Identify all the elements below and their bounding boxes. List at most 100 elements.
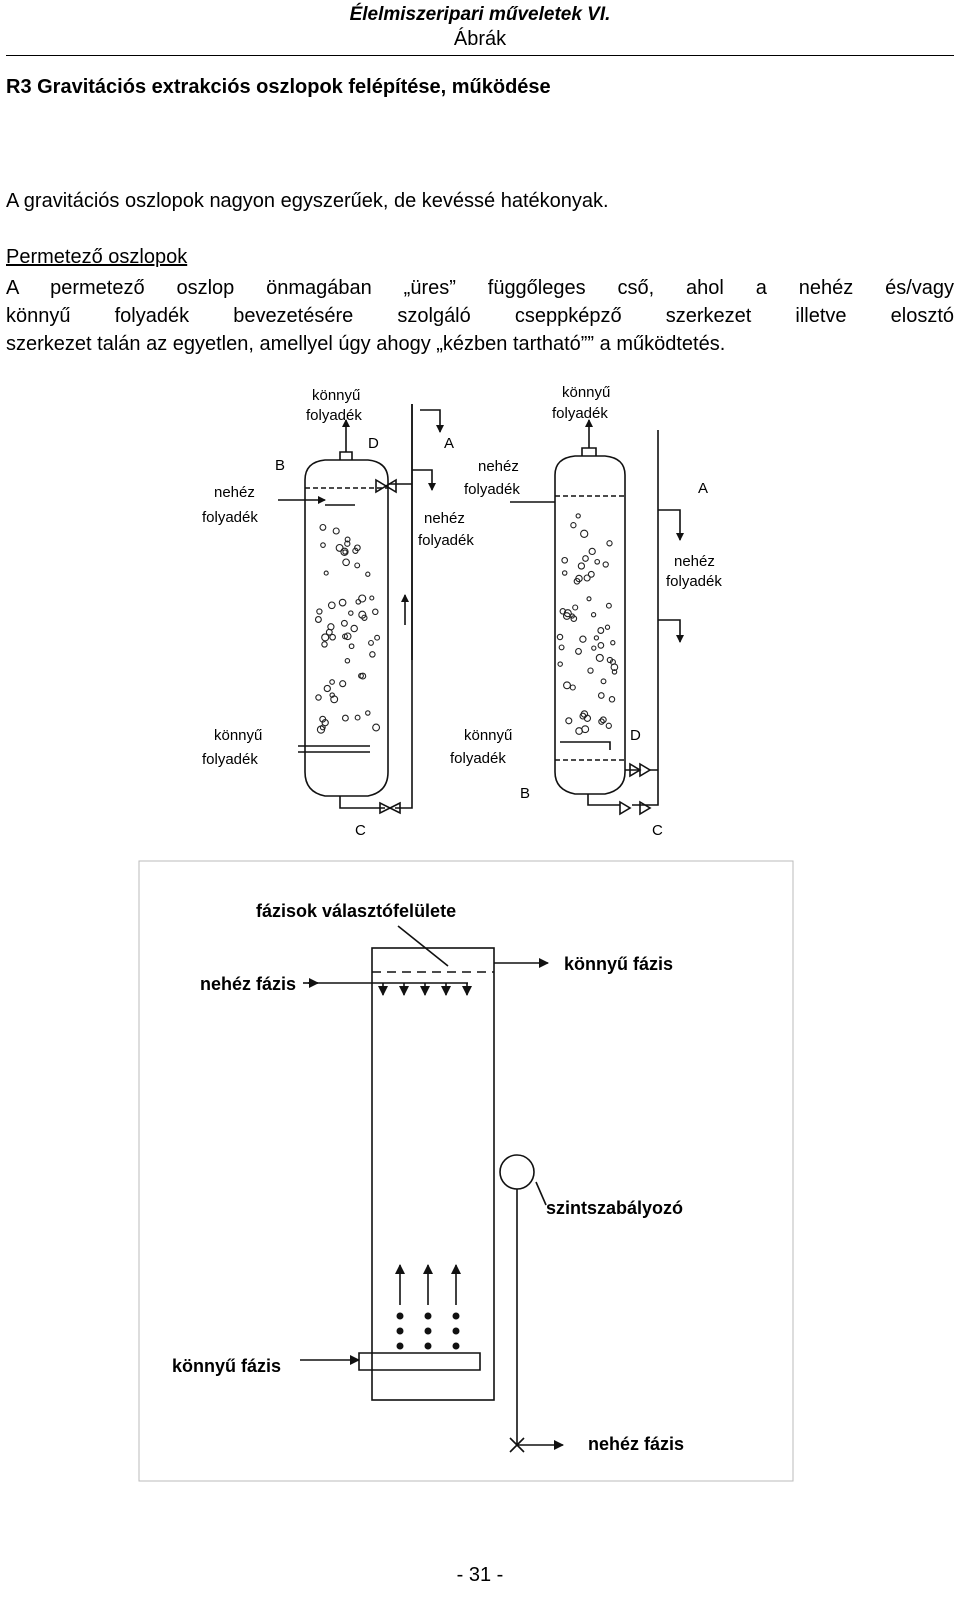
drop bbox=[354, 562, 361, 569]
drop bbox=[569, 684, 576, 691]
drop bbox=[358, 610, 367, 619]
drop bbox=[314, 616, 322, 623]
drop bbox=[602, 561, 609, 568]
right-label-b: B bbox=[520, 785, 530, 802]
section-title: R3 Gravitációs extrakciós oszlopok felép… bbox=[6, 76, 551, 98]
left-light-out-label-2: folyadék bbox=[306, 407, 362, 424]
level-controller-label: szintszabályozó bbox=[546, 1198, 683, 1218]
left-light-in-label-2: folyadék bbox=[202, 751, 258, 768]
paragraph-line: szerkezet talán az egyetlen, amellyel úg… bbox=[6, 333, 726, 355]
level-controller-float bbox=[499, 1154, 535, 1190]
drop bbox=[565, 717, 573, 725]
drop bbox=[604, 624, 611, 630]
drop bbox=[369, 595, 375, 601]
drop bbox=[587, 667, 594, 674]
drop bbox=[344, 540, 351, 547]
drop bbox=[339, 680, 347, 688]
left-light-out-label-1: könnyű bbox=[312, 387, 360, 404]
drop bbox=[327, 601, 336, 610]
drop bbox=[608, 696, 616, 703]
drop bbox=[563, 609, 572, 618]
left-light-in-label-1: könnyű bbox=[214, 727, 262, 744]
column-body bbox=[371, 947, 495, 1401]
drop bbox=[319, 523, 327, 531]
drop bbox=[329, 692, 335, 698]
drop bbox=[561, 556, 569, 564]
drop bbox=[595, 653, 604, 662]
light-phase-in-label: könnyű fázis bbox=[172, 1356, 281, 1376]
drop bbox=[321, 719, 329, 727]
header-divider bbox=[6, 55, 954, 56]
drop bbox=[368, 639, 374, 646]
drop bbox=[340, 547, 349, 556]
document-header-title: Élelmiszeripari műveletek VI. bbox=[349, 4, 611, 25]
right-label-d: D bbox=[630, 727, 641, 744]
drop bbox=[593, 635, 600, 641]
right-label-c: C bbox=[652, 822, 663, 839]
drop bbox=[342, 633, 348, 640]
drop bbox=[348, 610, 354, 616]
drop bbox=[348, 643, 355, 650]
left-heavy-out-label-1: nehéz bbox=[424, 510, 465, 527]
drop bbox=[563, 681, 571, 690]
drop bbox=[321, 641, 328, 648]
drop bbox=[611, 669, 618, 675]
drop bbox=[320, 542, 326, 548]
drop bbox=[365, 571, 371, 577]
drop bbox=[372, 608, 379, 616]
drop bbox=[575, 513, 581, 519]
drop bbox=[341, 714, 349, 722]
drop bbox=[321, 633, 330, 642]
drop bbox=[374, 634, 381, 641]
drop bbox=[338, 598, 347, 607]
drop bbox=[559, 608, 567, 615]
drop bbox=[597, 627, 605, 634]
drop bbox=[358, 672, 364, 679]
drop bbox=[352, 547, 359, 554]
drop bbox=[358, 594, 367, 603]
drop bbox=[342, 558, 350, 567]
drop bbox=[369, 651, 376, 658]
right-light-out-label-2: folyadék bbox=[552, 405, 608, 422]
drop bbox=[605, 722, 612, 729]
drop bbox=[605, 602, 612, 609]
drop bbox=[335, 543, 344, 552]
left-label-b: B bbox=[275, 457, 285, 474]
light-phase-drops bbox=[396, 1312, 460, 1350]
drop bbox=[597, 642, 605, 649]
drop bbox=[556, 633, 564, 641]
drop bbox=[350, 624, 358, 633]
drop bbox=[606, 540, 613, 547]
right-heavy-in-label-1: nehéz bbox=[478, 458, 519, 475]
intro-sentence: A gravitációs oszlopok nagyon egyszerűek… bbox=[6, 190, 609, 212]
drop bbox=[343, 632, 352, 641]
drop bbox=[365, 710, 371, 716]
drop bbox=[610, 640, 616, 646]
drop bbox=[579, 712, 587, 720]
drop bbox=[342, 549, 348, 555]
right-heavy-out-label-2: folyadék bbox=[666, 573, 722, 590]
left-label-a: A bbox=[444, 435, 454, 452]
right-light-out-label-1: könnyű bbox=[562, 384, 610, 401]
drop bbox=[329, 679, 335, 685]
drop bbox=[594, 558, 601, 565]
drop bbox=[354, 714, 361, 721]
document-header-subtitle: Ábrák bbox=[453, 28, 507, 50]
drop bbox=[315, 694, 322, 701]
paragraph-line: könnyű folyadék bevezetésére szolgáló cs… bbox=[6, 305, 954, 327]
left-heavy-in-label-1: nehéz bbox=[214, 484, 255, 501]
left-column bbox=[278, 404, 444, 809]
drop bbox=[558, 644, 565, 651]
left-label-c: C bbox=[355, 822, 366, 839]
drop bbox=[359, 672, 367, 680]
drop bbox=[577, 562, 586, 570]
heavy-phase-out-label: nehéz fázis bbox=[588, 1434, 684, 1454]
drop bbox=[588, 547, 596, 556]
drop bbox=[579, 635, 587, 643]
heavy-phase-in-label: nehéz fázis bbox=[200, 974, 296, 994]
dispersed-drops bbox=[314, 513, 619, 735]
body-paragraph: A permetező oszlop önmagában „üres” függ… bbox=[6, 274, 954, 358]
drop bbox=[332, 527, 340, 535]
right-label-a: A bbox=[698, 480, 708, 497]
drop bbox=[598, 718, 605, 725]
